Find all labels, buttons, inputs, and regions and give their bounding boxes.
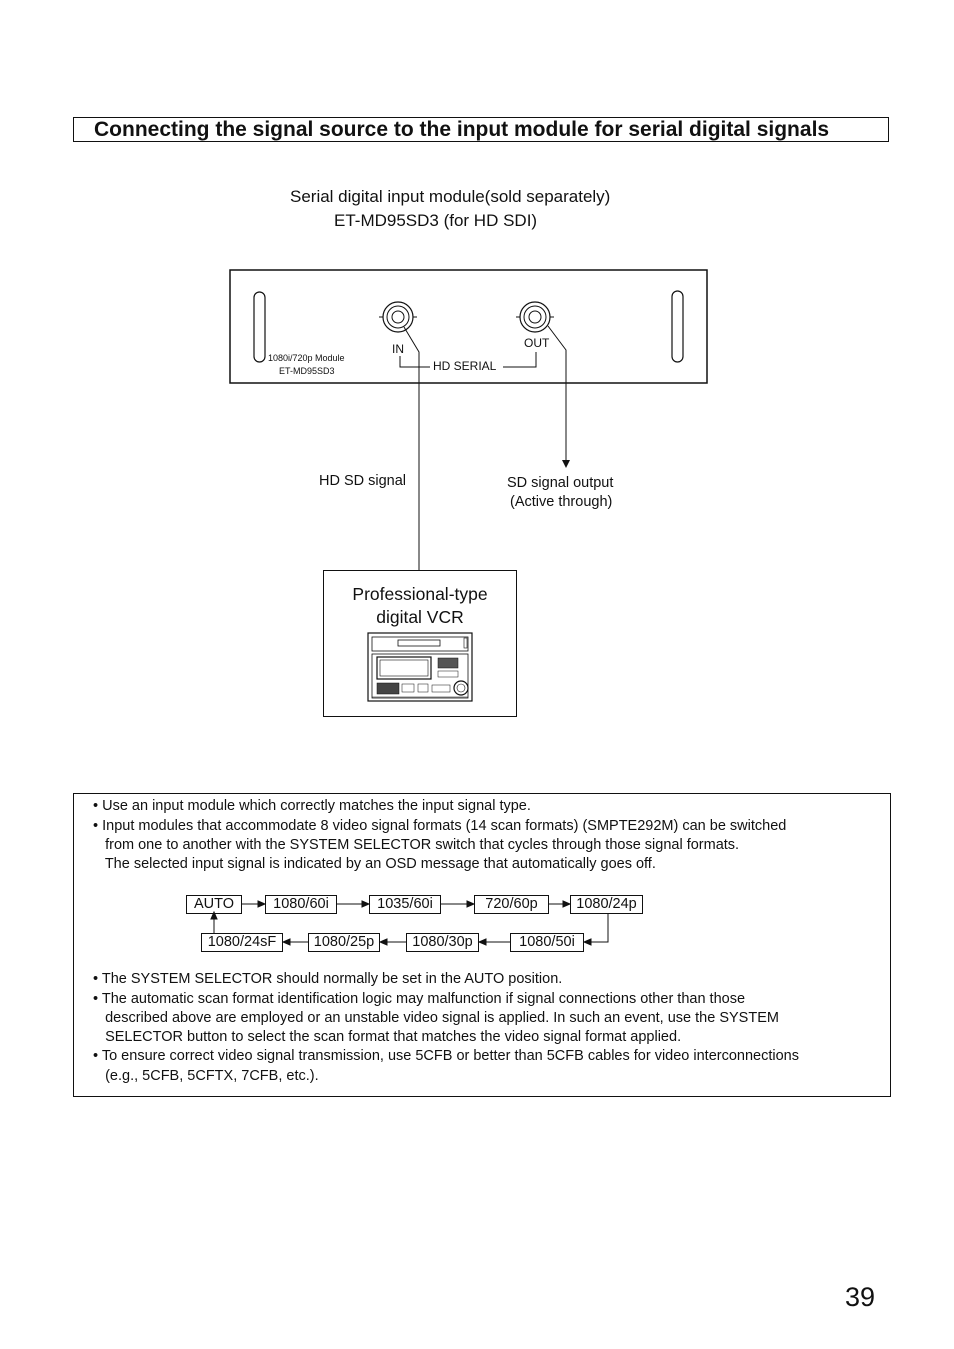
- notes-box: [73, 793, 891, 1097]
- format-1080-50i: 1080/50i: [510, 933, 584, 952]
- note-line: The selected input signal is indicated b…: [93, 856, 656, 872]
- format-1080-60i: 1080/60i: [265, 895, 337, 914]
- module-panel: [229, 269, 708, 384]
- connection-diagram: [229, 269, 708, 702]
- note-line: SELECTOR button to select the scan forma…: [93, 1029, 682, 1045]
- format-cycle-arrows: [210, 900, 609, 946]
- note-line: (e.g., 5CFB, 5CFTX, 7CFB, etc.).: [93, 1068, 319, 1084]
- note-line: described above are employed or an unsta…: [93, 1010, 779, 1026]
- arrow-down-icon: [562, 460, 570, 468]
- vcr-label-line2: digital VCR: [376, 607, 464, 627]
- format-720-60p: 720/60p: [474, 895, 549, 914]
- note-line: • To ensure correct video signal transmi…: [93, 1048, 799, 1064]
- in-label: IN: [392, 342, 404, 356]
- in-connector-icon: [379, 301, 417, 333]
- format-auto: AUTO: [186, 895, 242, 914]
- format-1080-24sf: 1080/24sF: [201, 933, 283, 952]
- panel-handle-right: [671, 290, 684, 363]
- title-frame: [73, 117, 889, 142]
- page-number: 39: [845, 1282, 876, 1312]
- format-1080-24p: 1080/24p: [570, 895, 643, 914]
- note-line: • The SYSTEM SELECTOR should normally be…: [93, 971, 563, 987]
- panel-handle-left: [253, 291, 266, 363]
- format-1080-30p: 1080/30p: [406, 933, 479, 952]
- note-line: from one to another with the SYSTEM SELE…: [93, 837, 740, 853]
- input-cable: [403, 326, 420, 570]
- output-signal-label: SD signal output: [507, 475, 614, 491]
- output-signal-sublabel: (Active through): [510, 494, 613, 510]
- panel-label-2: ET-MD95SD3: [279, 366, 335, 376]
- vcr-label-line1: Professional-type: [352, 584, 488, 604]
- module-heading-line2: ET-MD95SD3 (for HD SDI): [334, 211, 538, 230]
- out-label: OUT: [524, 336, 550, 350]
- hd-serial-label: HD SERIAL: [433, 359, 497, 373]
- input-signal-label: HD SD signal: [319, 473, 407, 489]
- note-line: • The automatic scan format identificati…: [93, 991, 746, 1007]
- note-line: • Use an input module which correctly ma…: [93, 798, 531, 814]
- page-title: Connecting the signal source to the inpu…: [94, 118, 830, 141]
- module-heading-line1: Serial digital input module(sold separat…: [290, 187, 611, 206]
- vcr-device-icon: [367, 632, 473, 702]
- vcr-box: [323, 570, 517, 717]
- format-1080-25p: 1080/25p: [308, 933, 380, 952]
- format-1035-60i: 1035/60i: [369, 895, 441, 914]
- output-cable: [547, 325, 567, 460]
- panel-label-1: 1080i/720p Module: [268, 353, 345, 363]
- out-connector-icon: [516, 301, 554, 333]
- note-line: • Input modules that accommodate 8 video…: [93, 818, 787, 834]
